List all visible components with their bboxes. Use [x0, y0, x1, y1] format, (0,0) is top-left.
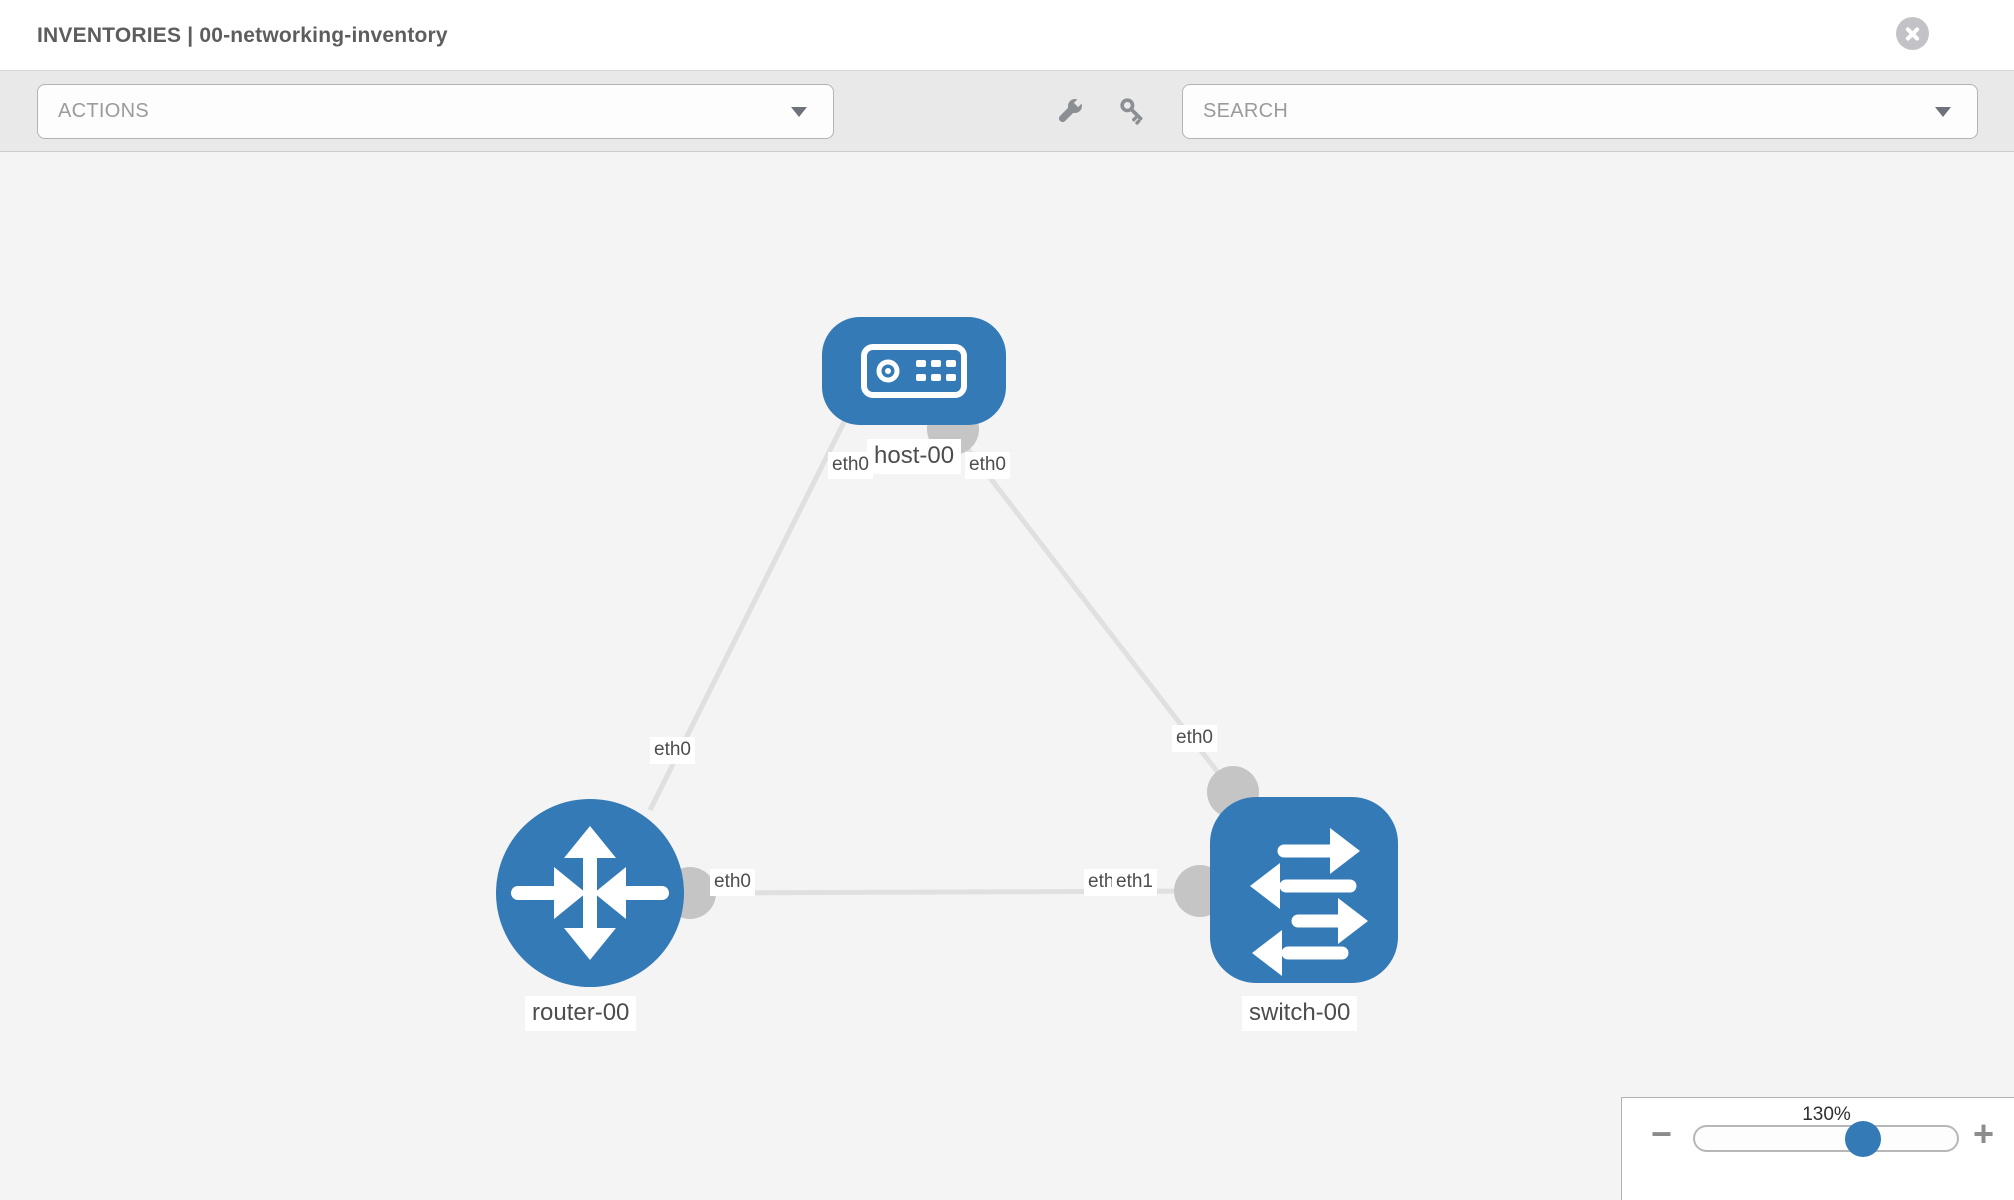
page-title: INVENTORIES | 00-networking-inventory [37, 23, 448, 47]
node-label-switch: switch-00 [1242, 996, 1358, 1031]
node-switch[interactable] [1210, 797, 1398, 983]
zoom-in-button[interactable]: + [1973, 1113, 1995, 1154]
node-host[interactable] [822, 317, 1006, 425]
router-arrows-icon [511, 826, 669, 960]
topology-links [647, 418, 1235, 896]
close-icon[interactable] [1896, 17, 1929, 50]
interface-connectors [664, 403, 1259, 919]
topology-graph [496, 317, 1398, 987]
actions-dropdown-label: ACTIONS [58, 100, 149, 122]
interface-label: eth0 [965, 452, 1010, 479]
interface-label: eth0 [828, 452, 873, 479]
zoom-slider-track[interactable] [1693, 1125, 1959, 1152]
wrench-icon[interactable] [1055, 97, 1085, 127]
actions-dropdown[interactable]: ACTIONS [37, 84, 834, 139]
interface-label: eth0 [650, 737, 695, 764]
chevron-down-icon [791, 106, 807, 117]
zoom-level: 130% [1802, 1104, 1851, 1125]
zoom-out-button[interactable]: − [1651, 1113, 1673, 1154]
toolbar: ACTIONS SEARCH [0, 71, 2014, 152]
zoom-slider-thumb[interactable] [1845, 1121, 1881, 1157]
topology-canvas[interactable] [0, 152, 2014, 1200]
search-dropdown[interactable]: SEARCH [1182, 84, 1978, 139]
zoom-control-panel: 130% − + [1621, 1097, 2014, 1200]
window-header: INVENTORIES | 00-networking-inventory [0, 0, 2014, 71]
search-dropdown-label: SEARCH [1203, 100, 1289, 122]
node-label-router: router-00 [525, 996, 637, 1031]
interface-label: eth0 [1172, 725, 1217, 752]
key-icon[interactable] [1118, 97, 1148, 127]
chevron-down-icon [1935, 106, 1951, 117]
interface-label: eth1 [1112, 869, 1157, 896]
node-router[interactable] [496, 799, 684, 987]
switch-arrows-icon [1250, 828, 1368, 976]
node-label-host: host-00 [867, 439, 962, 474]
interface-label: eth0 [710, 869, 755, 896]
server-icon [861, 344, 967, 398]
